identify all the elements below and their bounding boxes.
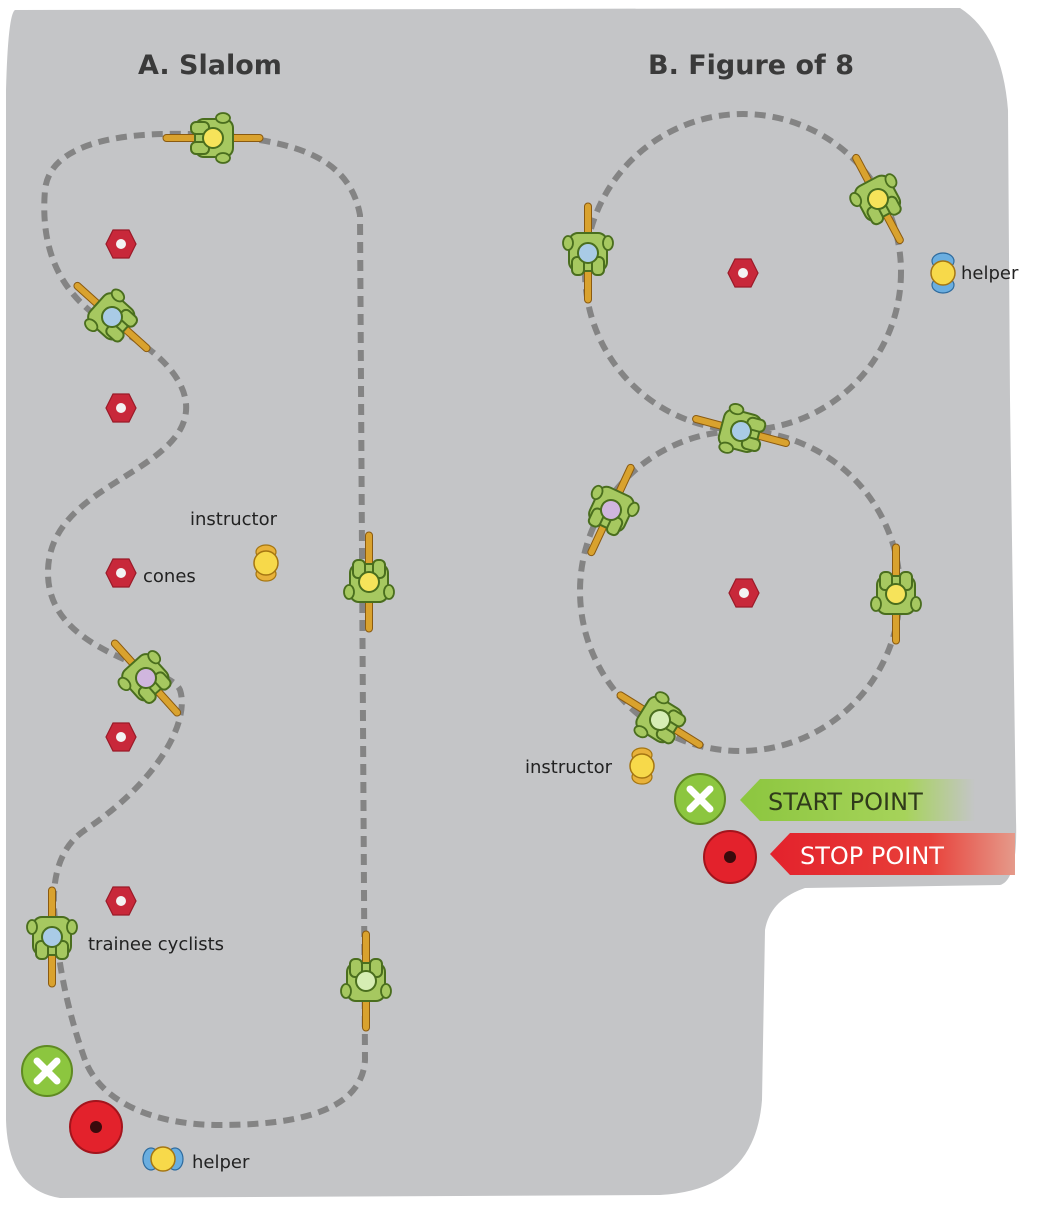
cyclist-icon [92, 623, 200, 733]
cone-icon [105, 722, 137, 752]
stop-point-text: STOP POINT [800, 842, 944, 870]
training-ground-area [6, 8, 1017, 1198]
helper-label: helper [961, 263, 1019, 284]
instructor-label: instructor [525, 757, 613, 778]
cones-label: cones [143, 566, 196, 587]
start-point-text: START POINT [768, 788, 923, 816]
cone-icon [105, 558, 137, 588]
helper-person-icon [930, 252, 956, 294]
instructor-person-icon [629, 747, 655, 785]
stop-dot-icon [69, 1100, 123, 1154]
cone-icon [105, 229, 137, 259]
stop-dot-icon [703, 830, 757, 884]
cone-icon [105, 886, 137, 916]
helper-label: helper [192, 1152, 250, 1173]
trainee-cyclists-label: trainee cyclists [88, 934, 224, 955]
start-x-icon [21, 1045, 73, 1097]
start-x-icon [674, 773, 726, 825]
cyclist-icon [566, 453, 656, 567]
cyclist-icon [26, 886, 78, 988]
cyclist-icon [603, 671, 717, 769]
instructor-label: instructor [190, 509, 278, 530]
start-point-sign: START POINT [740, 779, 975, 821]
helper-person-icon [142, 1146, 184, 1172]
instructor-person-icon [253, 544, 279, 582]
cyclist-icon [162, 112, 264, 164]
cone-icon [105, 393, 137, 423]
cyclist-icon [340, 930, 392, 1032]
cone-icon [727, 258, 759, 288]
slalom-title: A. Slalom [138, 50, 282, 81]
cyclist-icon [870, 543, 922, 645]
cyclist-icon [562, 202, 614, 304]
stop-point-sign: STOP POINT [770, 833, 1015, 875]
cyclist-icon [343, 531, 395, 633]
figure8-title: B. Figure of 8 [648, 50, 854, 81]
cone-icon [728, 578, 760, 608]
cyclist-icon [831, 142, 925, 256]
cyclist-icon [57, 263, 167, 371]
cyclist-icon [685, 392, 797, 470]
slalom-path [41, 130, 369, 1129]
